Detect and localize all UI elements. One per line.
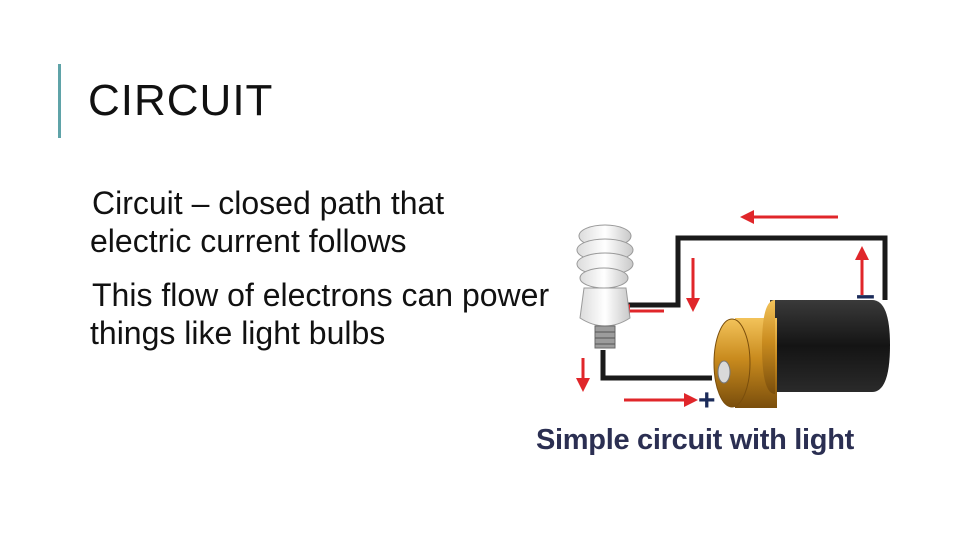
bullet-item: This flow of electrons can power things … [90, 277, 550, 351]
current-arrows [576, 210, 869, 407]
positive-terminal-label: + [698, 384, 716, 417]
battery-icon [713, 300, 890, 408]
slide-title: CIRCUIT [88, 76, 274, 125]
negative-terminal-label: – [856, 276, 875, 314]
circuit-diagram [576, 210, 890, 408]
circuit-wire-bottom [600, 350, 712, 381]
light-bulb-icon [576, 224, 634, 349]
bullet-item: Circuit – closed path that electric curr… [90, 185, 445, 259]
bullet-list: Circuit – closed path that electric curr… [90, 184, 550, 368]
figure-caption: Simple circuit with light [536, 424, 854, 456]
circuit-wire-top [620, 235, 888, 308]
title-accent-bar [58, 64, 61, 138]
